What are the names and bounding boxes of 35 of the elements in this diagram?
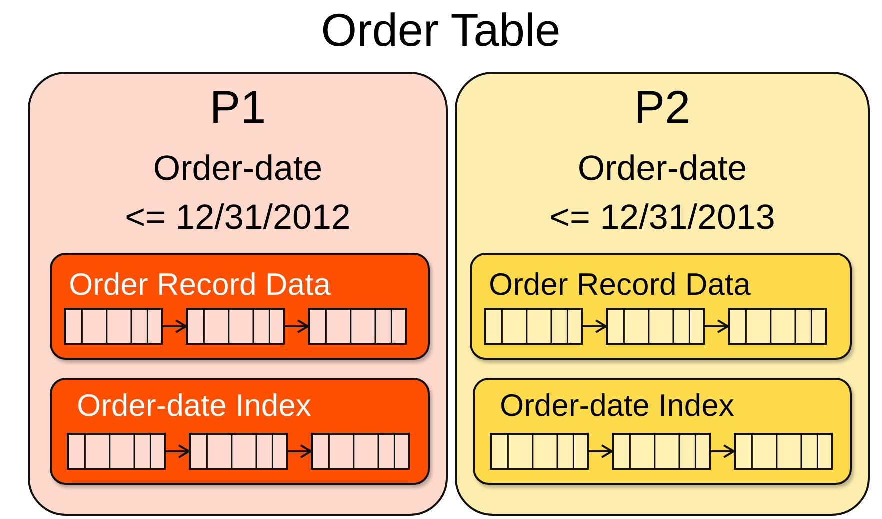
storage-box <box>50 378 430 485</box>
storage-box <box>50 253 430 360</box>
page-box <box>612 433 711 470</box>
arrow <box>705 320 729 334</box>
storage-box <box>473 378 852 485</box>
arrow <box>163 320 187 334</box>
page-box <box>606 308 705 345</box>
page-box <box>308 308 407 345</box>
page-box <box>484 308 583 345</box>
storage-box <box>470 253 852 360</box>
partition-range: Order-date <= 12/31/2013 <box>548 148 776 239</box>
page-box <box>189 433 288 470</box>
page-box <box>64 308 163 345</box>
partition-panel <box>455 72 870 516</box>
arrow <box>583 320 607 334</box>
arrow <box>285 320 309 334</box>
diagram-title: Order Table <box>320 4 562 56</box>
storage-label: Order Record Data <box>69 267 331 303</box>
arrow <box>589 444 613 458</box>
page-box <box>728 308 827 345</box>
storage-label: Order-date Index <box>500 388 734 424</box>
storage-label: Order Record Data <box>489 267 751 303</box>
arrow <box>711 444 735 458</box>
page-box <box>734 433 833 470</box>
page-box <box>67 433 166 470</box>
page-box <box>311 433 410 470</box>
page-box <box>186 308 285 345</box>
partition-heading: P2 <box>633 80 692 134</box>
page-box <box>490 433 589 470</box>
storage-label: Order-date Index <box>77 388 312 424</box>
arrow <box>288 444 312 458</box>
partition-range: Order-date <= 12/31/2012 <box>124 148 352 239</box>
arrow <box>166 444 190 458</box>
partition-panel <box>28 72 448 516</box>
partition-heading: P1 <box>208 80 268 134</box>
